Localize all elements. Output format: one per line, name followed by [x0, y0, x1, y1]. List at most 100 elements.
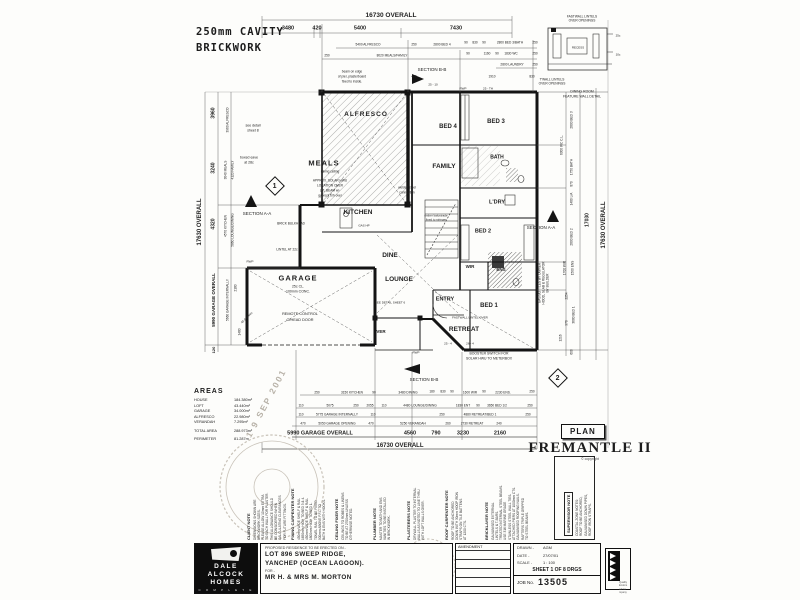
client-lot: LOT 896 SWEEP RIDGE,	[265, 551, 346, 558]
dim-bot-r1h: 1600 WIR	[462, 390, 478, 395]
note-lintel-22c: LINTEL AT 22c	[276, 247, 298, 252]
dim-bot-r2j: 250	[527, 403, 533, 408]
dim-right-870: 870	[569, 181, 574, 187]
dim-bot-r3d: 250	[439, 412, 445, 417]
room-label-bed1: BED 1	[480, 303, 498, 309]
inset-caption-1: DINING ROOM	[570, 89, 594, 94]
dim-right-2254: 2254	[564, 292, 569, 300]
note-see-detail8-2: sheet 8	[247, 128, 259, 133]
note-line: OTHERWISE NOTED.	[349, 507, 354, 540]
dim-right-1480: 1480 L/A	[569, 192, 574, 206]
stairs-and-fixtures	[339, 94, 535, 319]
note-balustrade-1: timber balustrade	[424, 213, 448, 218]
dim-bot-r4e: 260	[445, 421, 451, 426]
rwp-2: RWP	[412, 350, 420, 355]
dim-top-3480: 3480	[281, 25, 295, 32]
scale-value: 1 : 100	[543, 559, 555, 565]
amendment-row	[456, 551, 510, 560]
room-label-kitchen: KITCHEN	[343, 208, 373, 216]
titleblock-client-panel: PROPOSED RESIDENCE TO BE ERECTED ON - LO…	[260, 543, 453, 594]
dim-bot-r1b: 3150 KITCHEN	[341, 390, 363, 395]
note-gas-bottles-3: BY BUILDER	[545, 273, 550, 293]
note-line: FOR FUTURE FITTINGS.	[282, 503, 287, 540]
dim-bot-r1f: 830	[440, 389, 446, 394]
dim-bot-r1i: 90	[482, 389, 486, 394]
amendment-row	[456, 569, 510, 578]
drawn-value: AGM	[543, 545, 552, 551]
section-aa-left-label: SECTION A-A	[242, 210, 272, 216]
dim-right-bed2: 2800 BED 2	[569, 228, 574, 246]
dim-bot-r3b: 5775 GARAGE INTERNALLY	[316, 412, 358, 417]
dim-bot-4560: 4560	[403, 430, 417, 437]
dim-top-r4c: 90	[466, 51, 470, 56]
note-remote-2: O/HEAD DOOR	[286, 318, 314, 323]
room-label-ens: ENS	[496, 266, 506, 272]
alfresco-hatch	[322, 92, 522, 288]
rwp-3: RWP	[459, 86, 467, 91]
dim-bot-r4a: 470	[300, 421, 306, 426]
inset-note-left-2: OVER OPENINGS	[538, 81, 566, 86]
dim-top-r5b: 250	[532, 62, 538, 67]
note-see-detail8-1: see detail	[245, 123, 261, 128]
dim-bot-r2b: 5075	[326, 403, 334, 408]
client-intro: PROPOSED RESIDENCE TO BE ERECTED ON -	[265, 546, 346, 550]
dim-left-garage-int: 5660 GARAGE INTERNALLY	[225, 279, 230, 321]
note-line: AT 1200 CTS.	[463, 520, 468, 540]
note-plumber-title: PLUMBER NOTE	[372, 508, 377, 540]
dim-top-r3d: 90	[464, 40, 468, 45]
room-label-entry: ENTRY	[435, 296, 455, 303]
dim-top-420: 420	[312, 25, 322, 32]
dim-bot-r2i: 3650 BED 1/2	[487, 403, 507, 408]
room-label-garage: GARAGE	[278, 273, 318, 283]
dim-bot-r1k: 250	[529, 389, 535, 394]
inset-caption-2: FEATURE WALL DETAIL	[562, 94, 602, 99]
dim-bot-r1g: 90	[450, 389, 454, 394]
dim-top-r3f: 90	[482, 40, 486, 45]
dim-bot-r4c: 470	[368, 421, 374, 426]
room-label-wir: WIR	[465, 263, 475, 269]
area-value: 34.000m²	[234, 409, 251, 413]
dim-top-r4b: 8020 MEALS/FAMILY	[376, 53, 408, 58]
dim-bot-r1j: 2230 ENS.	[495, 390, 511, 395]
note-boxed-eave-2: at 28c	[244, 160, 254, 165]
tile-note-4: 26 - 4	[466, 341, 474, 346]
note-supervisor-title: SUPERVISOR NOTE	[564, 491, 573, 536]
area-value: 43.440m²	[234, 403, 251, 408]
logo-name-2: ALCOCK	[207, 571, 245, 579]
note-welded-2: connection	[399, 190, 415, 195]
room-label-bed3: BED 3	[487, 119, 505, 125]
dim-bot-r4f: 2730 RETREAT	[460, 421, 484, 426]
dim-top-r4f: 1830 WC	[504, 51, 518, 56]
dim-right-ens: 1500 ENS	[570, 260, 575, 276]
dim-bot-2160: 2160	[493, 430, 507, 437]
note-client-title: CLIENT NOTE	[246, 513, 251, 540]
material-note: 250mm CAVITY BRICKWORK	[196, 24, 284, 57]
amendment-row	[456, 578, 510, 587]
dim-bot-r1e: 180	[429, 389, 435, 394]
plan-label: PLAN	[561, 424, 605, 439]
dim-left-3960: 3960	[210, 107, 217, 119]
note-solar-3: LVL BEAM w/-	[319, 188, 341, 193]
room-label-ldry: L'DRY	[488, 199, 506, 206]
dim-top-470: 470	[411, 74, 417, 79]
note-line: IN BRICKWORK.	[387, 515, 392, 540]
area-label: LOFT	[194, 403, 204, 408]
dim-left-overall: 17630 OVERALL	[197, 198, 203, 246]
dim-left-family: 4120 FAMILY	[230, 160, 235, 180]
dim-top-r3a: 5400 ALFRESCO	[355, 42, 381, 47]
note-boxed-eave-1: boxed eave	[239, 155, 259, 160]
dim-bot-r3c: 110	[370, 412, 376, 417]
inset-note-top-1: FASTWALL LINTELS	[566, 14, 598, 19]
room-label-bed2: BED 2	[474, 228, 492, 235]
dim-left-meals: 3040 MEALS	[223, 160, 228, 180]
note-beam-edge-1: beam on edge	[341, 69, 363, 74]
section-bb-top-label: SECTION B-B	[417, 66, 447, 72]
dim-bot-r2a: 110	[298, 403, 304, 408]
note-line: WITH LOFT WALLS OVER.	[421, 500, 426, 541]
